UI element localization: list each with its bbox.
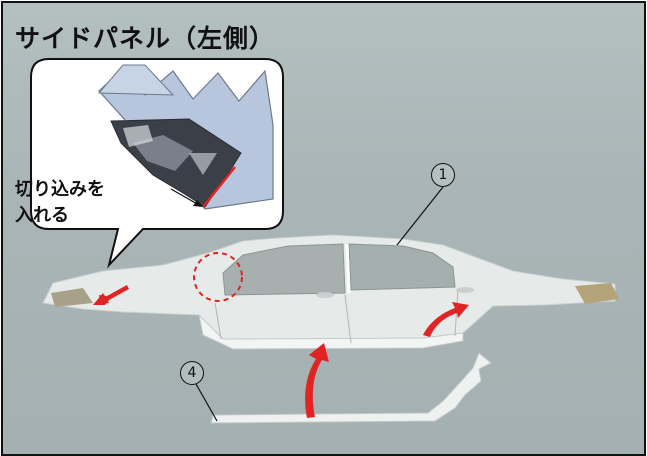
leader-line-upper [396, 186, 444, 246]
cut-location-circle [193, 252, 243, 302]
leader-line-lower [195, 383, 218, 422]
direction-arrows [93, 285, 469, 418]
car-body-panel [42, 234, 619, 350]
callout-text-line2: 入れる [15, 205, 69, 226]
rocker-strip-part [210, 352, 492, 424]
callout-leader [170, 188, 200, 206]
part-number-lower: 4 [180, 361, 204, 385]
assembly-photo [30, 58, 619, 424]
cut-line [202, 166, 236, 208]
callout-bubble [30, 58, 284, 269]
callout-text-line1: 切り込みを [15, 179, 105, 200]
part-number-upper: 1 [431, 163, 455, 187]
page-title: サイドパネル（左側） [15, 24, 276, 53]
